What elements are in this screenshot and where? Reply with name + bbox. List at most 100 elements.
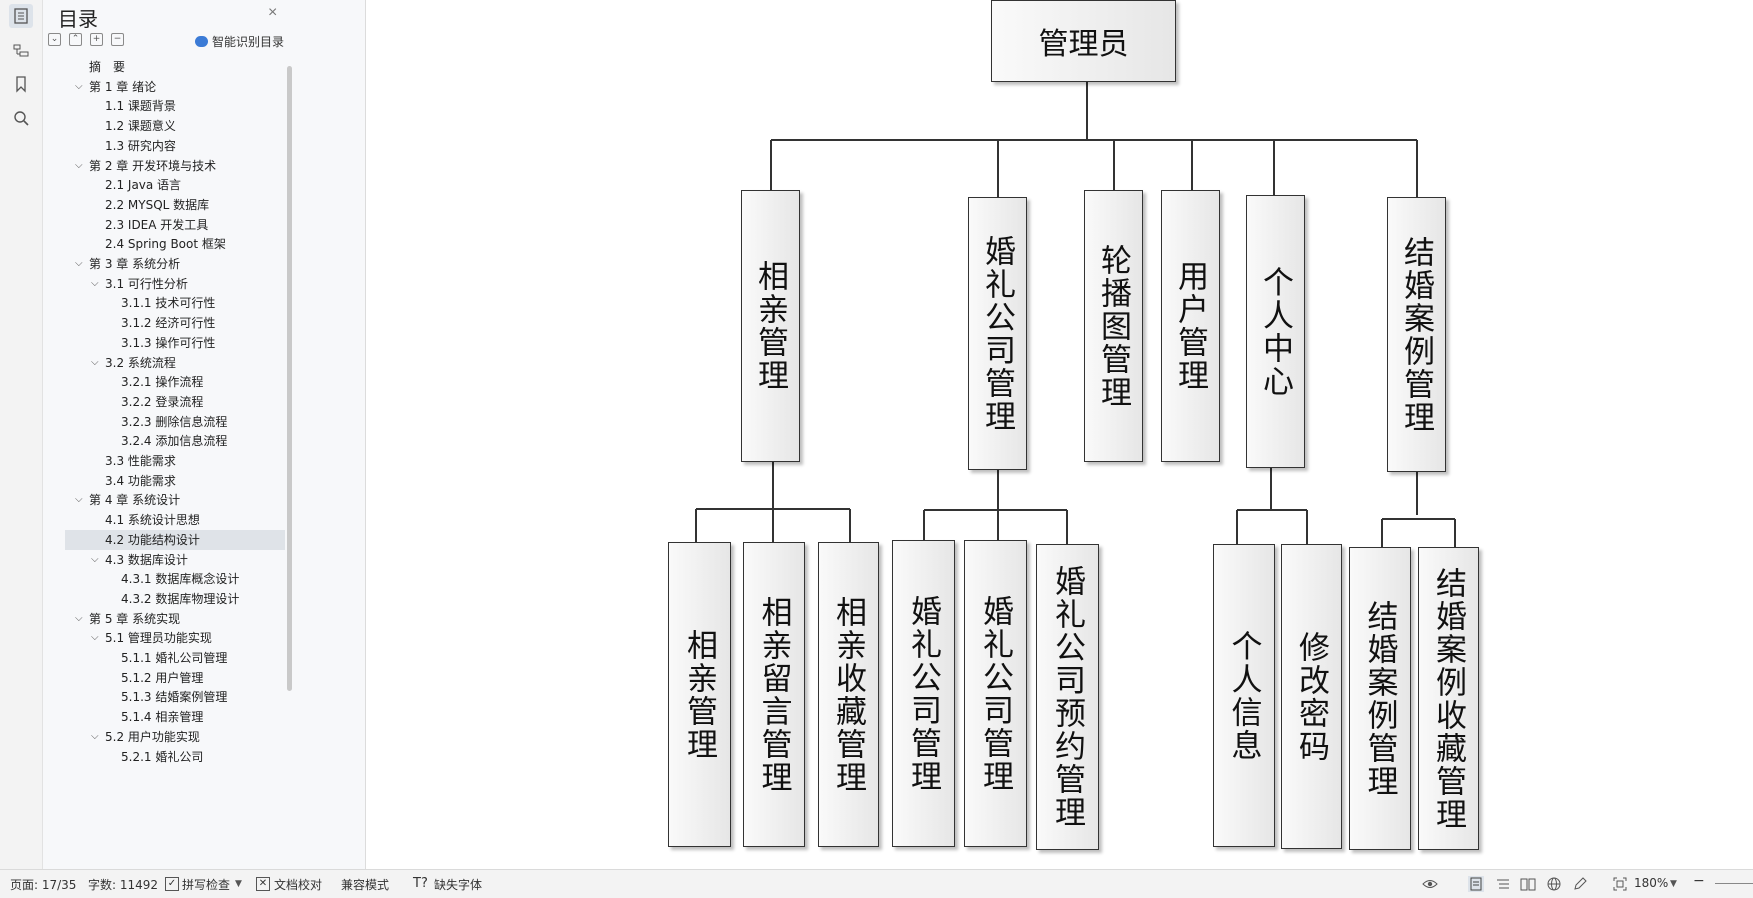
toc-item[interactable]: 2.4 Spring Boot 框架: [105, 237, 226, 252]
reading-view-icon[interactable]: [1520, 876, 1536, 892]
chevron-down-icon[interactable]: ⌵: [91, 277, 99, 289]
missing-font-button[interactable]: 缺失字体: [434, 878, 483, 892]
toc-item[interactable]: 3.1.1 技术可行性: [121, 296, 216, 311]
page-view-icon[interactable]: [1468, 876, 1484, 892]
web-view-icon[interactable]: [1546, 876, 1562, 892]
toc-item[interactable]: 3.1.3 操作可行性: [121, 335, 216, 350]
node-label: 婚礼公司管理: [905, 594, 941, 793]
toc-item[interactable]: 第 5 章 系统实现: [89, 611, 181, 626]
search-icon[interactable]: [9, 106, 33, 130]
toc-item[interactable]: 3.2 系统流程: [105, 355, 176, 370]
chevron-down-icon[interactable]: ⌵: [75, 612, 83, 624]
node-label: 结婚案例管理: [1398, 235, 1434, 434]
toc-item[interactable]: 5.1.4 相亲管理: [121, 710, 204, 725]
toc-item[interactable]: 2.2 MYSQL 数据库: [105, 197, 210, 212]
chevron-down-icon[interactable]: ⌵: [91, 553, 99, 565]
chevron-down-icon[interactable]: ▼: [235, 879, 242, 889]
node-l2: 相亲收藏管理: [818, 542, 879, 847]
chevron-down-icon[interactable]: ⌵: [75, 494, 83, 506]
remove-heading-icon[interactable]: −: [111, 33, 124, 46]
toc-item[interactable]: 1.2 课题意义: [105, 119, 176, 134]
toc-item[interactable]: 第 4 章 系统设计: [89, 493, 181, 508]
outline-view-icon[interactable]: [1495, 876, 1511, 892]
page-count[interactable]: 页面: 17/35: [10, 878, 77, 892]
pen-icon[interactable]: [1572, 876, 1588, 892]
font-missing-icon[interactable]: T?: [413, 876, 428, 891]
node-l2: 相亲留言管理: [743, 542, 805, 847]
smart-toc-button[interactable]: 智能识别目录: [195, 33, 284, 50]
node-label: 结婚案例收藏管理: [1430, 566, 1466, 831]
proofread-button[interactable]: 文档校对: [274, 878, 323, 892]
toc-item[interactable]: 5.1.3 结婚案例管理: [121, 690, 228, 705]
chevron-down-icon[interactable]: ⌵: [75, 258, 83, 269]
chevron-down-icon[interactable]: ⌵: [91, 730, 99, 742]
node-label: 婚礼公司预约管理: [1049, 565, 1085, 829]
node-label: 个人信息: [1225, 629, 1262, 762]
outline-icon[interactable]: [9, 38, 33, 62]
toc-item[interactable]: 2.1 Java 语言: [105, 178, 182, 193]
toc-panel-icon[interactable]: [9, 4, 33, 28]
node-l1-carousel: 轮播图管理: [1084, 190, 1143, 462]
toc-item[interactable]: 第 2 章 开发环境与技术: [89, 158, 217, 173]
toc-item[interactable]: 第 3 章 系统分析: [89, 257, 181, 271]
compat-mode-label: 兼容模式: [341, 878, 390, 892]
side-rail: [0, 0, 43, 869]
spell-check-button[interactable]: 拼写检查: [182, 878, 231, 892]
node-l2: 结婚案例收藏管理: [1418, 547, 1479, 850]
toc-item[interactable]: 3.3 性能需求: [105, 454, 176, 468]
zoom-out-icon[interactable]: −: [1693, 873, 1705, 889]
node-l1-wedding-company: 婚礼公司管理: [968, 197, 1027, 470]
word-count[interactable]: 字数: 11492: [88, 878, 159, 892]
chevron-down-icon[interactable]: ⌵: [75, 159, 83, 171]
bookmark-icon[interactable]: [9, 72, 33, 96]
zoom-slider[interactable]: [1715, 883, 1753, 884]
toc-item[interactable]: 3.2.2 登录流程: [121, 394, 204, 409]
node-l2: 婚礼公司管理: [892, 540, 955, 847]
checkbox-icon[interactable]: ✓: [165, 877, 179, 891]
chevron-down-icon[interactable]: ⌵: [91, 356, 99, 368]
toc-panel: 目录 × ⌄ ⌃ + − 智能识别目录 摘 要 ⌵ 第 1 章 绪论 1.1 课题背景…: [43, 0, 366, 869]
close-icon[interactable]: ×: [268, 4, 278, 21]
document-area: 管理员 相亲管理 婚礼公司管理 轮播图管理 用户管理 个人中心 结婚案例管理 相…: [366, 0, 1753, 869]
toc-item[interactable]: 1.1 课题背景: [105, 99, 176, 114]
toc-item[interactable]: 5.2 用户功能实现: [105, 729, 200, 744]
toc-item[interactable]: 1.3 研究内容: [105, 138, 176, 153]
toc-item[interactable]: 3.2.4 添加信息流程: [121, 434, 228, 449]
toc-item[interactable]: 3.2.1 操作流程: [121, 375, 204, 390]
node-l2: 个人信息: [1213, 544, 1275, 847]
collapse-all-icon[interactable]: ⌄: [48, 33, 61, 46]
add-heading-icon[interactable]: +: [90, 33, 103, 46]
toc-item[interactable]: 4.1 系统设计思想: [105, 513, 200, 528]
node-l2: 婚礼公司管理: [964, 540, 1027, 847]
toc-item[interactable]: 3.1 可行性分析: [105, 276, 188, 291]
chevron-down-icon[interactable]: ⌵: [75, 80, 83, 92]
toc-item[interactable]: 2.3 IDEA 开发工具: [105, 217, 209, 232]
node-label: 婚礼公司管理: [977, 594, 1013, 793]
expand-up-icon[interactable]: ⌃: [69, 33, 82, 46]
toc-item[interactable]: 4.3 数据库设计: [105, 552, 188, 567]
node-label: 相亲收藏管理: [830, 595, 866, 794]
toc-item[interactable]: 摘 要: [89, 60, 126, 74]
toc-item[interactable]: 4.3.2 数据库物理设计: [121, 591, 240, 606]
chevron-down-icon[interactable]: ▼: [1670, 879, 1677, 889]
toc-item[interactable]: 3.4 功能需求: [105, 473, 176, 488]
toc-item[interactable]: 第 1 章 绪论: [89, 79, 157, 94]
toc-item[interactable]: 5.1 管理员功能实现: [105, 631, 212, 646]
node-label: 相亲管理: [752, 260, 788, 392]
node-l1-personal-center: 个人中心: [1246, 195, 1305, 468]
eye-icon[interactable]: [1422, 876, 1438, 892]
fit-page-icon[interactable]: [1612, 876, 1628, 892]
toc-scrollbar[interactable]: [287, 66, 292, 691]
chevron-down-icon[interactable]: ⌵: [91, 632, 99, 644]
toc-item[interactable]: 4.3.1 数据库概念设计: [121, 572, 240, 587]
toc-item[interactable]: 3.2.3 删除信息流程: [121, 414, 228, 429]
toc-item[interactable]: 5.1.2 用户管理: [121, 670, 204, 685]
node-label: 个人中心: [1257, 265, 1293, 398]
proof-icon[interactable]: ✕: [256, 877, 270, 891]
zoom-level[interactable]: 180%: [1634, 876, 1669, 890]
toc-title: 目录: [58, 7, 98, 31]
toc-item[interactable]: 5.2.1 婚礼公司: [121, 749, 204, 764]
toc-item[interactable]: 4.2 功能结构设计: [65, 529, 285, 550]
toc-item[interactable]: 3.1.2 经济可行性: [121, 316, 216, 331]
toc-item[interactable]: 5.1.1 婚礼公司管理: [121, 651, 228, 665]
